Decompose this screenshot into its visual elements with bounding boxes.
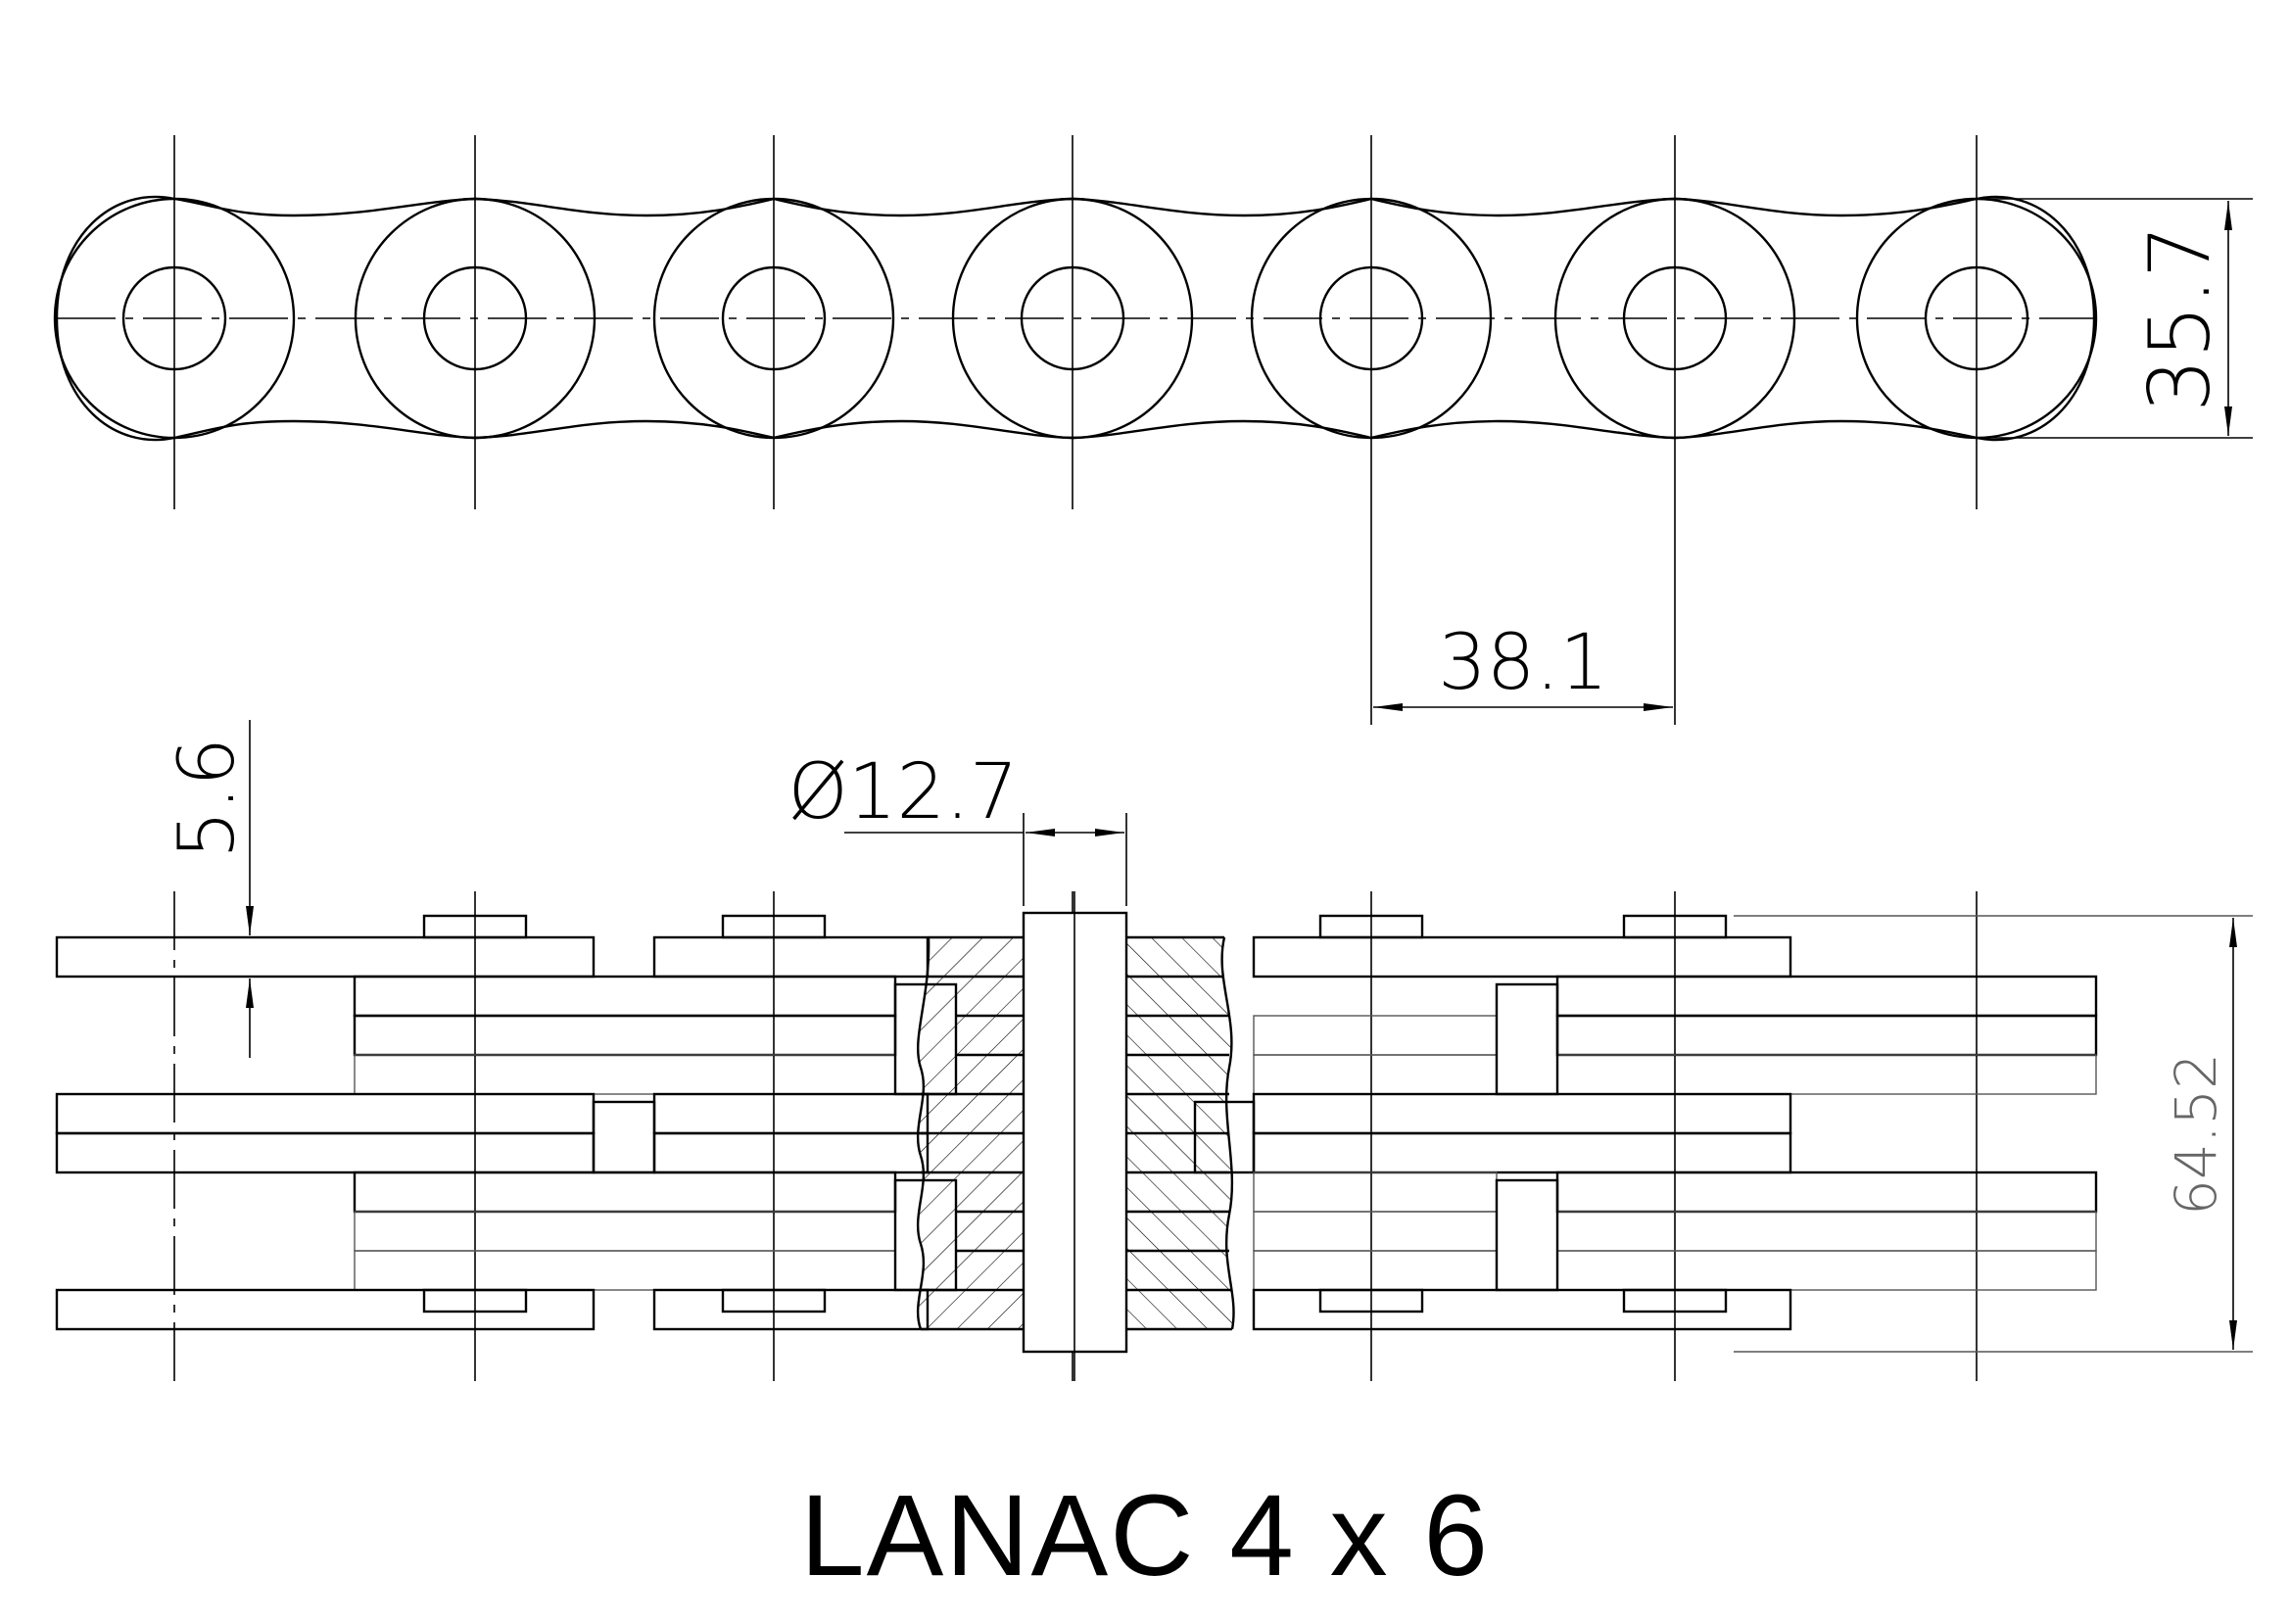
chain-section-view: [55, 891, 2098, 1381]
dimension-pitch: 38.1: [1370, 509, 1676, 725]
dim-pitch-label: 38.1: [1438, 619, 1608, 707]
drawing-title: LANAC 4 x 6: [799, 1471, 1491, 1600]
dim-plate-height-label: 35.7: [2131, 224, 2229, 411]
dimension-total-width: 64.52: [1734, 915, 2253, 1353]
dim-pin-diameter-label: Ø12.7: [787, 748, 1018, 836]
chain-top-view: [53, 135, 2098, 509]
dim-plate-thickness-label: 5.6: [164, 738, 252, 859]
dim-total-width-label: 64.52: [2163, 1053, 2229, 1216]
dimension-pin-diameter: Ø12.7: [787, 748, 1127, 906]
dimension-plate-height: 35.7: [1977, 198, 2253, 439]
dimension-plate-thickness: 5.6: [164, 720, 254, 1058]
